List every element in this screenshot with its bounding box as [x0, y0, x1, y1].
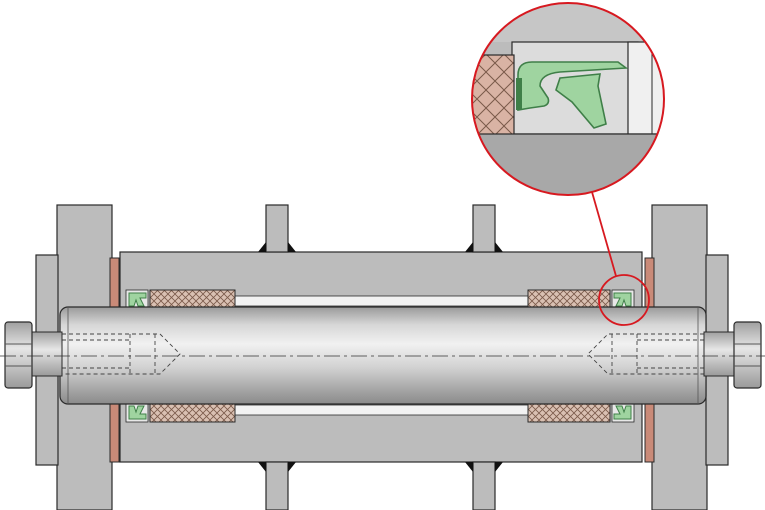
pin-shaft [59, 306, 707, 405]
lower-arm-left [258, 461, 296, 510]
bushing-top-left [149, 289, 236, 309]
bushing-top-right [527, 289, 611, 309]
bushing-bottom-right [527, 403, 611, 423]
bushing-bottom-left [149, 403, 236, 423]
right-bolt [703, 321, 762, 389]
threaded-hole-icon [587, 333, 704, 375]
left-bolt [4, 321, 63, 389]
bushings [149, 289, 611, 423]
upper-arm-right [465, 204, 503, 253]
hex-nut-icon [4, 321, 33, 389]
wiper-seal-icon [125, 289, 149, 309]
wiper-seal-icon [611, 289, 635, 309]
wiper-seal-icon [125, 403, 149, 423]
threaded-hole-icon [62, 333, 181, 375]
hex-nut-icon [733, 321, 762, 389]
lower-arm-right [465, 461, 503, 510]
wiper-seals [125, 289, 635, 423]
upper-arm-left [258, 204, 296, 253]
wiper-seal-icon [611, 403, 635, 423]
